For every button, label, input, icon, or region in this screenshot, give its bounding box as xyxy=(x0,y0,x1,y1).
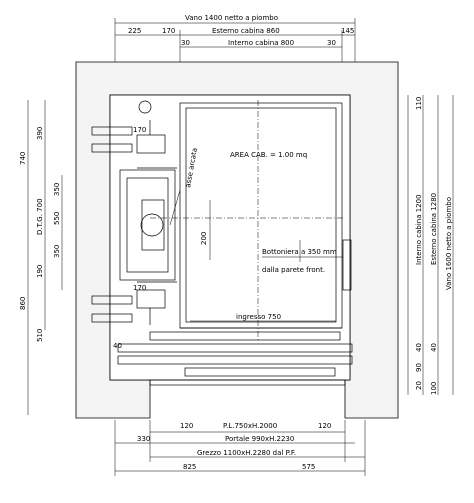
dim-30-right: 30 xyxy=(327,39,336,47)
dim-120-right: 120 xyxy=(318,422,331,430)
dim-350-b: 350 xyxy=(53,245,61,258)
dim-200: 200 xyxy=(200,232,208,245)
dim-120-left: 120 xyxy=(180,422,193,430)
dim-30-left: 30 xyxy=(181,39,190,47)
dim-550: 550 xyxy=(53,212,61,225)
dim-170-bot: 170 xyxy=(133,284,146,292)
dim-110: 110 xyxy=(415,97,423,110)
entrance: ingresso 750 40 xyxy=(113,239,353,386)
dim-510: 510 xyxy=(36,329,44,342)
bottom-dimensions: 120 P.L.750xH.2000 120 330 Portale 990xH… xyxy=(114,420,366,476)
dim-interno-cab-1200: Interno cabina 1200 xyxy=(415,194,423,265)
cabin: AREA CAB. = 1.00 mq Bottoniera a 350 mm … xyxy=(150,100,345,340)
dim-190: 190 xyxy=(36,265,44,278)
dim-90: 90 xyxy=(415,363,423,372)
dim-interno-800: Interno cabina 800 xyxy=(228,39,294,47)
dim-esterno-860: Esterno cabina 860 xyxy=(212,27,280,35)
dim-portale: Portale 990xH.2230 xyxy=(225,435,294,443)
parete-label: dalla parete front. xyxy=(262,266,325,274)
dim-575: 575 xyxy=(302,463,315,471)
dim-860: 860 xyxy=(19,297,27,310)
dim-390: 390 xyxy=(36,127,44,140)
dim-40-a: 40 xyxy=(415,343,423,352)
dim-100: 100 xyxy=(430,382,438,395)
dim-350-a: 350 xyxy=(53,183,61,196)
dim-40-left: 40 xyxy=(113,342,122,350)
dim-330: 330 xyxy=(137,435,150,443)
dim-pl: P.L.750xH.2000 xyxy=(223,422,277,430)
dim-225: 225 xyxy=(128,27,141,35)
dim-20: 20 xyxy=(415,381,423,390)
right-dimensions: 110 Interno cabina 1200 Esterno cabina 1… xyxy=(407,95,454,395)
dim-grezzo: Grezzo 1100xH.2280 dal P.F. xyxy=(197,449,296,457)
dim-170: 170 xyxy=(162,27,175,35)
dim-145: 145 xyxy=(341,27,354,35)
dim-esterno-cab-1280: Esterno cabina 1280 xyxy=(430,193,438,265)
left-dimensions: 740 390 D.T.G. 700 550 350 350 190 860 5… xyxy=(19,100,63,415)
dim-740: 740 xyxy=(19,152,27,165)
bottoniera-label: Bottoniera a 350 mm xyxy=(262,248,337,256)
dim-dtg-700: D.T.G. 700 xyxy=(36,198,44,235)
top-dimensions: Vano 1400 netto a piombo 225 170 Esterno… xyxy=(114,14,356,62)
ingresso-label: ingresso 750 xyxy=(236,313,281,321)
dim-vano-1600: Vano 1600 netto a piombo xyxy=(445,197,453,290)
dim-40-b: 40 xyxy=(430,343,438,352)
dim-170-top: 170 xyxy=(133,126,146,134)
dim-825: 825 xyxy=(183,463,196,471)
area-cab-label: AREA CAB. = 1.00 mq xyxy=(230,151,307,159)
dim-vano-1400: Vano 1400 netto a piombo xyxy=(185,14,278,22)
